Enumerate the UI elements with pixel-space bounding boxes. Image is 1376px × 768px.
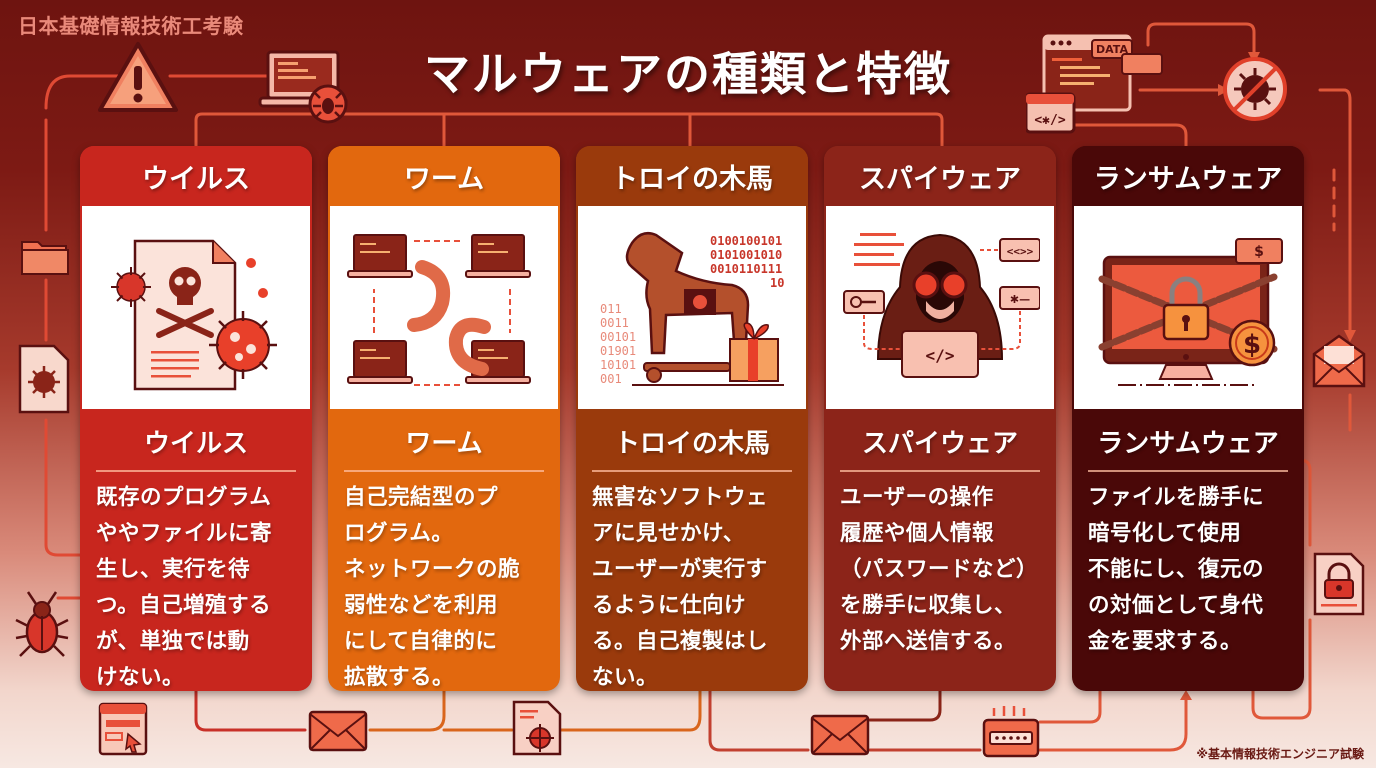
card-spyware: スパイウェア </> <<>> ✱— スパイウェア ユーザーの操作 履歴や個人情… <box>824 146 1056 691</box>
card-description: ファイルを勝手に 暗号化して使用 不能にし、復元の の対価として身代 金を要求す… <box>1088 485 1265 654</box>
folder-icon <box>21 241 69 275</box>
svg-text:0010110111: 0010110111 <box>710 262 782 276</box>
svg-text:DATA: DATA <box>1096 43 1128 56</box>
card-illustration <box>82 206 310 409</box>
code-window-data-icon: DATA <✱/> <box>1026 34 1163 134</box>
worm-network-laptops-icon <box>347 233 531 386</box>
page-title: マルウェアの種類と特徴 <box>424 47 952 101</box>
hooded-spy-binoculars-icon: </> <<>> ✱— <box>843 232 1040 378</box>
trojan-horse-gift-icon: 0100100101 0101001010 0010110111 10 0110… <box>600 231 784 386</box>
card-virus: ウイルス ウイルス 既存のプログラム ややファイルに寄 生し、実行を待 つ。自己… <box>80 146 312 691</box>
svg-text:011: 011 <box>600 302 622 316</box>
card-header: ランサムウェア <box>1072 146 1304 206</box>
card-description: 自己完結型のプ ログラム。 ネットワークの脆 弱性などを利用 にして自律的に 拡… <box>344 485 521 690</box>
browser-click-icon <box>98 702 148 756</box>
envelope-icon-2 <box>810 714 870 756</box>
svg-text:<✱/>: <✱/> <box>1034 113 1065 128</box>
svg-text:10101: 10101 <box>600 358 636 372</box>
svg-text:</>: </> <box>926 346 955 365</box>
card-subtitle: ワーム <box>344 417 544 472</box>
envelope-icon <box>308 710 368 752</box>
footnote: ※基本情報技術エンジニア試験 <box>1196 747 1364 761</box>
card-header: ウイルス <box>80 146 312 206</box>
svg-text:01901: 01901 <box>600 344 636 358</box>
infected-document-icon <box>512 700 562 756</box>
locked-monitor-chains-icon: $ $ <box>1098 237 1283 386</box>
card-header: トロイの木馬 <box>576 146 808 206</box>
svg-text:$: $ <box>1254 244 1264 260</box>
card-body: ランサムウェア ファイルを勝手に 暗号化して使用 不能にし、復元の の対価として… <box>1072 409 1304 660</box>
card-illustration <box>330 206 558 409</box>
card-description: 無害なソフトウェ アに見せかけ、 ユーザーが実行す るように仕向け る。自己複製… <box>592 485 769 690</box>
card-body: ワーム 自己完結型のプ ログラム。 ネットワークの脆 弱性などを利用 にして自律… <box>328 409 560 691</box>
watermark-text: 日本基礎情報技術工考験 <box>18 14 244 38</box>
svg-text:001: 001 <box>600 372 622 386</box>
card-header: ワーム <box>328 146 560 206</box>
card-description: ユーザーの操作 履歴や個人情報 （パスワードなど） を勝手に収集し、 外部へ送信… <box>840 485 1039 654</box>
infected-laptop-icon <box>258 50 348 124</box>
card-description: 既存のプログラム ややファイルに寄 生し、実行を待 つ。自己増殖する が、単独で… <box>96 485 273 690</box>
blocked-virus-icon <box>1223 57 1287 121</box>
bug-icon <box>15 591 69 657</box>
card-worm: ワーム ワーム 自己完結型のプ ログラム。 ネットワークの脆 弱性などを利用 に… <box>328 146 560 691</box>
svg-text:✱—: ✱— <box>1010 293 1030 306</box>
infected-file-icon <box>18 344 70 414</box>
svg-text:00101: 00101 <box>600 330 636 344</box>
card-subtitle: ウイルス <box>96 417 296 472</box>
card-subtitle: ランサムウェア <box>1088 417 1288 472</box>
password-field-icon <box>982 706 1040 758</box>
card-illustration: $ $ <box>1074 206 1302 409</box>
warning-icon <box>98 42 178 112</box>
card-header: スパイウェア <box>824 146 1056 206</box>
svg-text:0011: 0011 <box>600 316 629 330</box>
card-body: スパイウェア ユーザーの操作 履歴や個人情報 （パスワードなど） を勝手に収集し… <box>824 409 1056 660</box>
open-envelope-icon <box>1312 334 1366 388</box>
skull-document-virus-icon <box>111 239 277 390</box>
card-ransomware: ランサムウェア $ $ ランサムウェア ファイルを勝手に 暗号化して使用 不能に… <box>1072 146 1304 691</box>
card-illustration: </> <<>> ✱— <box>826 206 1054 409</box>
card-subtitle: トロイの木馬 <box>592 417 792 472</box>
card-trojan: トロイの木馬 0100100101 0101001010 0010110111 … <box>576 146 808 691</box>
locked-file-icon <box>1313 552 1365 616</box>
svg-text:0100100101: 0100100101 <box>710 234 782 248</box>
card-subtitle: スパイウェア <box>840 417 1040 472</box>
svg-text:10: 10 <box>770 276 784 290</box>
svg-text:$: $ <box>1243 330 1261 360</box>
card-body: トロイの木馬 無害なソフトウェ アに見せかけ、 ユーザーが実行す るように仕向け… <box>576 409 808 691</box>
card-body: ウイルス 既存のプログラム ややファイルに寄 生し、実行を待 つ。自己増殖する … <box>80 409 312 691</box>
svg-text:<<>>: <<>> <box>1007 245 1034 258</box>
svg-text:0101001010: 0101001010 <box>710 248 782 262</box>
